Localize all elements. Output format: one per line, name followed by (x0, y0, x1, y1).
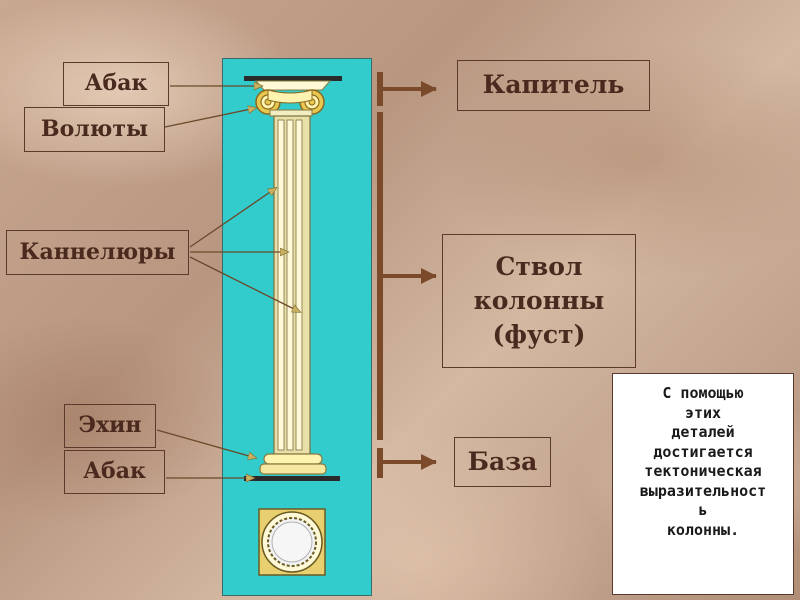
column-torus (259, 463, 327, 475)
label-ekhin: Эхин (64, 404, 156, 448)
column-abacus-top (244, 76, 342, 81)
label-stvol-line-1: Ствол (495, 252, 583, 281)
volute-channel (267, 89, 313, 104)
column-abacus-bottom (244, 476, 340, 481)
label-stvol-line-3: (фуст) (492, 320, 586, 349)
section-brackets (377, 72, 437, 478)
label-volyuty: Волюты (24, 107, 165, 152)
pointer-arrows (156, 86, 300, 478)
note-line: тектоническая (644, 462, 762, 480)
label-kapitel: Капитель (457, 60, 650, 111)
column-capital-cup (254, 80, 332, 91)
label-kannelyury: Каннелюры (6, 230, 189, 275)
label-abak-bottom: Абак (64, 450, 165, 494)
note-line: деталей (671, 423, 735, 441)
note-box: С помощью этих деталей достигается текто… (612, 373, 794, 595)
arrow-volyuty (164, 108, 256, 128)
label-baza: База (454, 437, 551, 487)
note-line: достигается (653, 442, 753, 461)
note-line: ь (698, 501, 708, 519)
note-line: этих (684, 403, 722, 422)
arrow-kannelyury-1 (189, 188, 276, 248)
ionic-column (244, 76, 342, 576)
note-line: С помощью (662, 384, 744, 402)
note-line: колонны. (666, 520, 740, 539)
column-plan-core (271, 521, 313, 563)
column-echinus-base (263, 453, 323, 465)
flutes (277, 119, 303, 451)
column-necking (269, 109, 313, 117)
note-line: выразительност (639, 481, 767, 500)
label-abak-top: Абак (63, 62, 169, 106)
label-stvol-line-2: колонны (473, 286, 605, 315)
arrow-ekhin (156, 429, 256, 458)
arrow-kannelyury-3 (189, 256, 300, 312)
label-stvol: Ствол колонны (фуст) (442, 234, 636, 368)
